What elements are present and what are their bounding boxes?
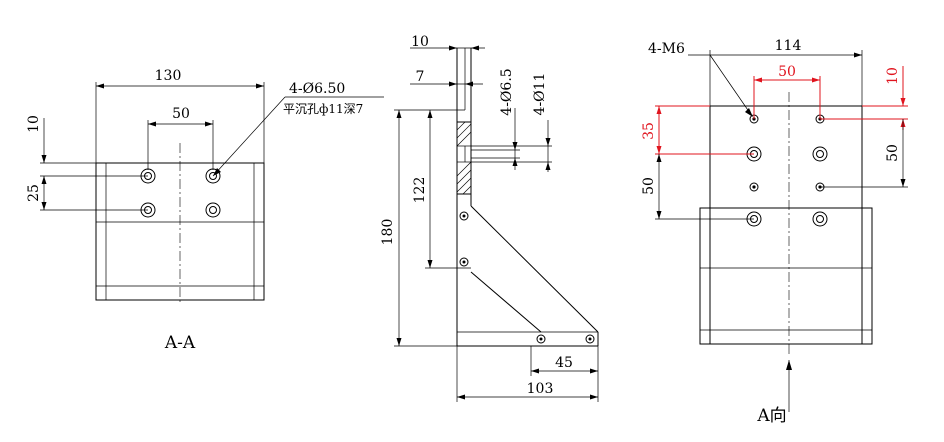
side-dim-hole-large: 4-Ø11 (532, 73, 548, 116)
a-dim-offset-35: 35 (641, 122, 657, 140)
a-dim-hole-spacing: 50 (778, 64, 796, 80)
a-upper-plate (709, 105, 863, 345)
side-dim-total: 103 (527, 381, 554, 397)
side-dim-height-180: 180 (380, 219, 396, 246)
a-lower-block (699, 207, 873, 345)
view-aa: 130 50 10 25 4-Ø6.50 平沉孔ф11深7 A-A (26, 68, 384, 353)
a-direction-label: A向 (756, 406, 786, 426)
aa-dim-hole-spacing: 50 (172, 106, 190, 122)
aa-callout-holes: 4-Ø6.50 (289, 81, 345, 97)
aa-holes (140, 168, 221, 218)
view-a: 4-M6 114 50 10 35 50 (641, 38, 908, 426)
side-dim-height-122: 122 (412, 177, 428, 204)
a-holes (746, 114, 828, 227)
view-side: 10 7 4-Ø6.5 4-Ø11 122 180 (380, 34, 599, 402)
side-dim-offset: 7 (416, 69, 425, 85)
a-dim-top-offset: 10 (885, 67, 901, 85)
side-dim-plate-thickness: 10 (411, 34, 429, 50)
side-dim-hole-small: 4-Ø6.5 (499, 68, 515, 115)
a-dim-width: 114 (775, 38, 802, 54)
a-callout-thread: 4-M6 (648, 41, 685, 57)
aa-callout-counterbore: 平沉孔ф11深7 (283, 102, 363, 116)
side-hatched-section (456, 121, 472, 195)
aa-view-label: A-A (164, 333, 196, 353)
aa-dim-top-offset: 10 (26, 115, 42, 133)
aa-dim-width: 130 (155, 68, 182, 84)
a-dim-right-50: 50 (885, 144, 901, 162)
a-dim-left-50: 50 (641, 177, 657, 195)
aa-dim-row-spacing: 25 (26, 184, 42, 202)
side-dim-base: 45 (555, 355, 573, 371)
